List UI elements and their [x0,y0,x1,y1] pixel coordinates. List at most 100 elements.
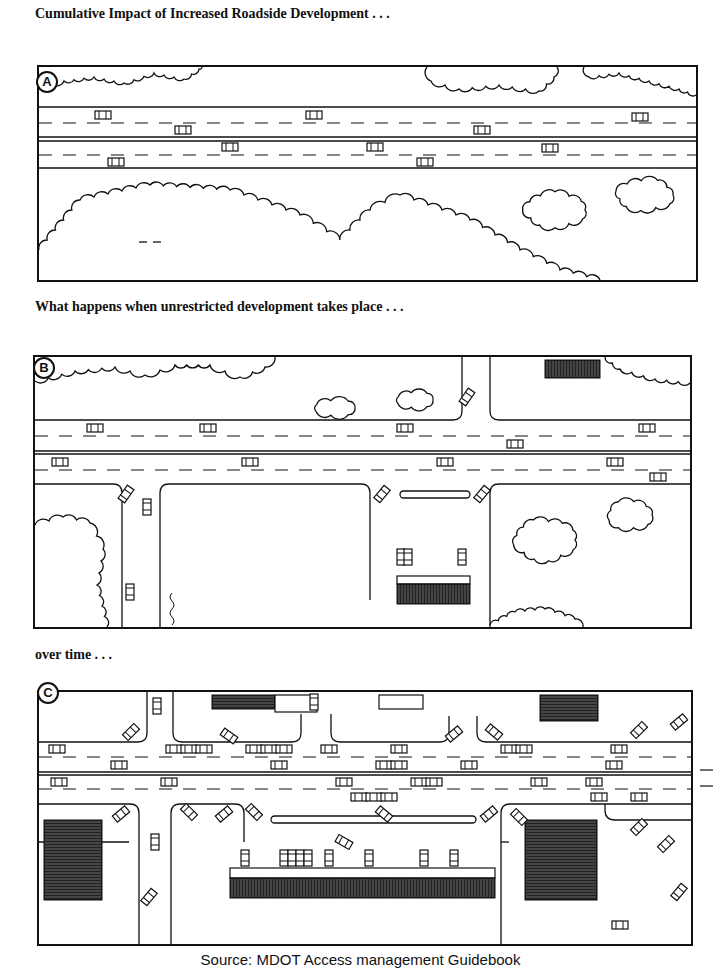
building-texture [364,879,365,897]
car-window [454,729,459,735]
building-texture [439,879,440,897]
car-window [665,839,671,845]
building-texture [280,879,281,897]
car-window [91,424,92,432]
car [200,424,216,432]
building-texture [565,361,566,377]
building-texture [352,879,353,897]
building [540,695,598,721]
car-window [304,861,312,862]
building-texture [423,585,424,603]
building-texture [445,879,446,897]
car-window [458,553,466,554]
building-texture [45,873,101,874]
car-window [200,745,201,753]
car-window [527,745,528,753]
building-texture [337,879,338,897]
building-texture [541,709,597,710]
car-body [306,111,322,119]
building-texture [574,361,575,377]
building-texture [472,879,473,897]
building-texture [493,879,494,897]
building-texture [45,894,101,895]
car-body [261,745,277,753]
building [545,360,600,378]
road-edge [39,106,696,107]
lane-line [35,435,690,436]
car-window [126,595,134,596]
car-window [387,761,388,769]
car-window [485,126,486,134]
car-window [122,761,123,769]
car-body [632,113,648,121]
building-texture [45,882,101,883]
car [51,778,67,786]
car-window [450,861,458,862]
car [161,778,177,786]
building-texture [340,879,341,897]
building-texture [358,879,359,897]
car-window [288,861,296,862]
car-window [661,473,662,481]
building-texture [271,879,272,897]
median-line [35,453,690,454]
ground-mark [170,593,174,625]
car-window [296,861,304,862]
building-texture [289,879,290,897]
building-texture [435,585,436,603]
building-texture [298,879,299,897]
car-window [115,761,116,769]
building-texture [295,879,296,897]
building-texture [550,361,551,377]
car [631,722,648,739]
car-window [192,745,193,753]
car-window [365,854,373,855]
building-texture [268,879,269,897]
car-body [200,424,216,432]
car [123,724,140,741]
building-texture [526,879,596,880]
car [246,804,263,821]
curb-line [501,804,510,944]
building-texture [45,843,101,844]
building-texture [459,585,460,603]
car-window [282,761,283,769]
building [44,820,102,900]
car-window [420,854,428,855]
car-window [355,793,356,801]
car-body [611,745,627,753]
building-texture [448,879,449,897]
car-body [391,745,407,753]
median-line [39,136,696,137]
building-texture [262,879,263,897]
building-texture [456,585,457,603]
building-texture [213,703,274,704]
car-window [617,761,618,769]
car-body [365,850,373,866]
car-window [430,778,431,786]
building-texture [436,879,437,897]
car-window [590,778,591,786]
car [49,745,65,753]
car-window [633,827,639,833]
building-texture [349,879,350,897]
car-window [610,761,611,769]
car-window [380,761,381,769]
lane-line [39,788,691,789]
car-window [151,838,159,839]
car-window [325,854,333,855]
building-texture [430,879,431,897]
car [607,458,623,466]
building-texture [45,846,101,847]
car [404,549,412,565]
car-window [211,424,212,432]
building-texture [526,852,596,853]
building-texture [45,825,101,826]
building-texture [571,361,572,377]
building-texture [346,879,347,897]
building-texture [328,879,329,897]
building-texture [526,822,596,823]
building-texture [334,879,335,897]
car-window [340,778,341,786]
car-window [678,887,684,892]
